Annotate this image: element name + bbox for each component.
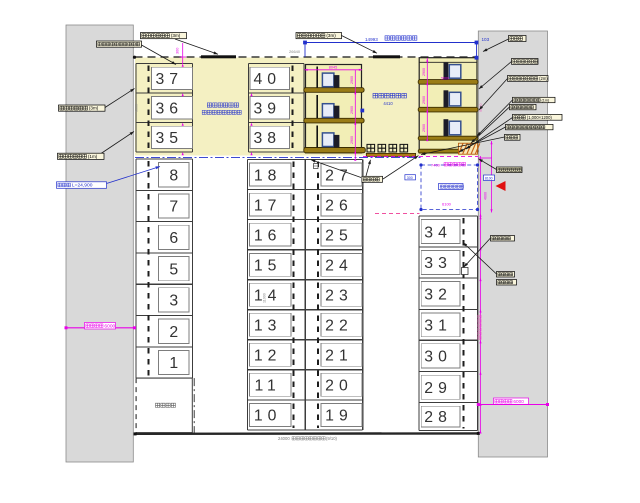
svg-text:18: 18: [254, 167, 282, 184]
svg-text:3: 3: [169, 293, 178, 310]
svg-text:(1,000×1200): (1,000×1200): [527, 115, 553, 120]
svg-text:6000: 6000: [104, 323, 115, 329]
svg-text:2900: 2900: [350, 136, 354, 144]
svg-text:4410: 4410: [383, 101, 393, 106]
svg-text:(2m): (2m): [539, 76, 548, 81]
svg-text:8: 8: [169, 167, 178, 184]
svg-text:300: 300: [176, 48, 180, 54]
svg-text:10: 10: [254, 408, 282, 425]
svg-text:33: 33: [424, 255, 452, 272]
svg-text:8100: 8100: [485, 176, 493, 180]
svg-text:30: 30: [424, 349, 452, 366]
svg-text:2900: 2900: [422, 68, 426, 76]
svg-text:32: 32: [424, 286, 452, 303]
svg-text:17: 17: [254, 197, 282, 214]
svg-text:4600: 4600: [484, 192, 488, 200]
svg-text:19: 19: [325, 408, 353, 425]
svg-text:(3m): (3m): [89, 106, 99, 111]
svg-text:36: 36: [156, 101, 184, 118]
svg-text:7400: 7400: [431, 162, 441, 167]
svg-text:31: 31: [424, 318, 452, 335]
svg-text:103: 103: [482, 37, 490, 42]
svg-text:2900: 2900: [422, 96, 426, 104]
svg-text:L=24,900: L=24,900: [72, 183, 93, 189]
svg-text:37: 37: [156, 71, 184, 88]
svg-text:(3m): (3m): [171, 33, 181, 38]
svg-text:(1m): (1m): [542, 99, 551, 103]
svg-text:13: 13: [254, 317, 282, 334]
svg-text:26: 26: [325, 197, 353, 214]
svg-text:2900: 2900: [350, 106, 354, 114]
svg-text:12: 12: [254, 348, 282, 365]
svg-text:29: 29: [424, 380, 452, 397]
svg-text:16: 16: [254, 227, 282, 244]
svg-text:2900: 2900: [422, 124, 426, 132]
svg-text:40: 40: [254, 71, 282, 88]
svg-text:39: 39: [254, 101, 282, 118]
svg-text:(3m): (3m): [326, 33, 336, 38]
svg-text:8045: 8045: [329, 65, 337, 69]
svg-text:(9/10): (9/10): [326, 436, 338, 441]
svg-text:20: 20: [325, 378, 353, 395]
svg-text:38: 38: [254, 130, 282, 147]
svg-text:2: 2: [169, 324, 178, 341]
svg-text:15: 15: [254, 257, 282, 274]
svg-text:11: 11: [254, 378, 280, 395]
svg-text:34: 34: [424, 224, 452, 241]
svg-text:26640: 26640: [289, 49, 301, 54]
svg-text:24: 24: [325, 257, 353, 274]
svg-text:35: 35: [156, 130, 184, 147]
svg-text:5: 5: [169, 261, 178, 278]
svg-text:6000: 6000: [134, 104, 138, 112]
svg-text:14993: 14993: [365, 37, 378, 42]
svg-text:24000: 24000: [278, 436, 290, 441]
svg-text:14: 14: [254, 287, 282, 304]
svg-text:300: 300: [407, 176, 413, 180]
svg-text:21: 21: [325, 348, 353, 365]
svg-text:6000: 6000: [513, 399, 524, 404]
svg-text:6: 6: [169, 230, 178, 247]
svg-text:6100: 6100: [442, 202, 452, 207]
svg-text:25: 25: [325, 227, 353, 244]
svg-text:5000: 5000: [441, 76, 449, 80]
svg-text:11000: 11000: [263, 293, 267, 303]
svg-text:28: 28: [424, 409, 452, 426]
svg-text:22: 22: [325, 317, 353, 334]
svg-text:23: 23: [325, 287, 353, 304]
svg-text:7: 7: [169, 199, 178, 216]
svg-text:(1m): (1m): [88, 154, 98, 159]
svg-text:1: 1: [169, 355, 178, 372]
svg-text:2900: 2900: [350, 76, 354, 84]
